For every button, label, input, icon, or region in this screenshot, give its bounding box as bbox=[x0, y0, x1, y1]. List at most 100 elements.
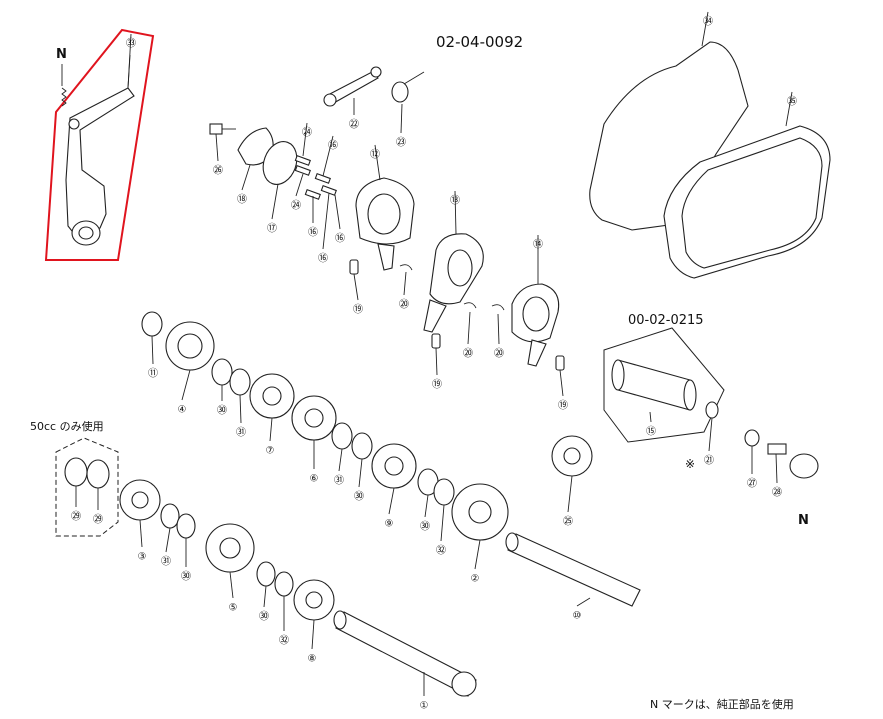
leader-line-p28 bbox=[775, 453, 778, 484]
leader-line-p12 bbox=[374, 144, 381, 181]
leader-line-p11 bbox=[151, 335, 154, 365]
leader-line-p8 bbox=[311, 619, 315, 650]
leader-line-p20a bbox=[403, 271, 407, 296]
leader-line-p34 bbox=[701, 11, 709, 47]
part-number-p8: ⑧ bbox=[308, 654, 317, 665]
leader-line-p19a bbox=[353, 273, 359, 301]
leader-line-p21 bbox=[708, 417, 713, 452]
leader-line-p31b bbox=[338, 448, 343, 472]
part-number-p10: ⑩ bbox=[573, 611, 582, 622]
asterisk-mark: ※ bbox=[685, 457, 695, 471]
part-number-p2: ② bbox=[471, 574, 480, 585]
leader-line-p19b bbox=[435, 347, 438, 376]
part-number-p30e: ㉚ bbox=[259, 611, 269, 623]
leader-line-p17 bbox=[271, 183, 279, 220]
shift-parts-drawings bbox=[209, 66, 565, 371]
leader-line-p35 bbox=[785, 91, 793, 127]
leader-line-p31c bbox=[165, 527, 171, 553]
part-number-p5: ⑤ bbox=[229, 603, 238, 614]
leader-line-p24b bbox=[295, 173, 304, 197]
part-number-p19b: ⑲ bbox=[432, 379, 442, 391]
spring-icon bbox=[61, 64, 67, 107]
leader-line-p20c bbox=[497, 313, 500, 345]
diagram-code: 02-04-0092 bbox=[436, 33, 523, 51]
gaskets-drawing bbox=[589, 41, 831, 279]
part-number-p22: ㉒ bbox=[349, 119, 359, 131]
part-number-p16a: ⑯ bbox=[328, 140, 338, 152]
leader-line-p4 bbox=[181, 369, 191, 401]
part-number-p20a: ⑳ bbox=[399, 299, 409, 311]
part-number-p30a: ㉚ bbox=[217, 405, 227, 417]
part-number-p12: ⑫ bbox=[370, 149, 380, 161]
part-number-p16b: ⑯ bbox=[308, 227, 318, 239]
50cc-note: 50cc のみ使用 bbox=[30, 420, 104, 433]
part-number-p20b: ⑳ bbox=[463, 348, 473, 360]
leader-line-p26 bbox=[215, 133, 219, 162]
leader-line-p2 bbox=[474, 539, 481, 570]
gears-drawing bbox=[64, 311, 641, 697]
n-mark-top: N bbox=[56, 47, 67, 62]
leader-line-p24a bbox=[302, 122, 308, 157]
part-number-p16c: ⑯ bbox=[318, 253, 328, 265]
part-number-p32a: ㉜ bbox=[436, 545, 446, 557]
part-number-p30b: ㉚ bbox=[354, 491, 364, 503]
part-number-p28: ㉘ bbox=[772, 487, 782, 499]
part-number-p32b: ㉜ bbox=[279, 635, 289, 647]
part-number-p11: ⑪ bbox=[148, 368, 158, 380]
leader-line-p31a bbox=[239, 394, 242, 424]
part-number-p29a: ㉙ bbox=[71, 511, 81, 523]
leader-line-p16a bbox=[322, 135, 334, 177]
part-number-p20c: ⑳ bbox=[494, 348, 504, 360]
part-number-p35: ㉟ bbox=[787, 96, 797, 108]
part-number-p6: ⑥ bbox=[310, 474, 319, 485]
part-number-p29b: ㉙ bbox=[93, 514, 103, 526]
leader-line-p15 bbox=[649, 411, 652, 423]
part-number-p31a: ㉛ bbox=[236, 427, 246, 439]
shift-drum-drawing bbox=[611, 359, 719, 419]
part-number-p34: ㉞ bbox=[703, 16, 713, 28]
part-number-p17: ⑰ bbox=[267, 223, 277, 235]
leader-line-p25 bbox=[567, 475, 573, 513]
part-number-p14: ⑭ bbox=[533, 239, 543, 251]
part-number-p9: ⑨ bbox=[385, 519, 394, 530]
leader-line-p13 bbox=[454, 190, 457, 235]
part-number-p19a: ⑲ bbox=[353, 304, 363, 316]
leader-line-p16d bbox=[334, 194, 341, 230]
part-number-p27: ㉗ bbox=[747, 478, 757, 490]
leader-line-p18 bbox=[241, 164, 251, 191]
leader-line-p5 bbox=[229, 571, 234, 599]
part-number-p30d: ㉚ bbox=[181, 571, 191, 583]
leader-line-p33 bbox=[127, 33, 132, 89]
part-number-p7: ⑦ bbox=[266, 446, 275, 457]
leader-line-p30c bbox=[424, 494, 429, 518]
leader-line-p20b bbox=[467, 311, 471, 345]
part-number-p4: ④ bbox=[178, 405, 187, 416]
part-number-p31c: ㉛ bbox=[161, 556, 171, 568]
leader-line-p30b bbox=[358, 458, 363, 488]
leader-line-p19c bbox=[559, 369, 564, 397]
leader-line-p23 bbox=[400, 103, 403, 134]
part-number-p1: ① bbox=[420, 701, 429, 712]
part-number-p16d: ⑯ bbox=[335, 233, 345, 245]
part-number-p23: ㉓ bbox=[396, 137, 406, 149]
leader-line-p16c bbox=[322, 192, 330, 250]
part-number-p26: ㉖ bbox=[213, 165, 223, 177]
part-number-p33: ㉝ bbox=[126, 38, 136, 50]
part-number-p25: ㉕ bbox=[563, 516, 573, 528]
leader-line-p30e bbox=[263, 585, 267, 608]
50cc-only-box bbox=[55, 437, 119, 537]
sub-assembly-code: 00-02-0215 bbox=[628, 313, 704, 328]
part-number-p30c: ㉚ bbox=[420, 521, 430, 533]
leader-line-p32a bbox=[440, 504, 445, 542]
part-number-p13: ⑬ bbox=[450, 195, 460, 207]
part-number-p18: ⑱ bbox=[237, 194, 247, 206]
shift-drum-box bbox=[603, 327, 725, 443]
part-number-p21: ㉑ bbox=[704, 455, 714, 467]
leader-line-p9 bbox=[388, 487, 395, 515]
leader-line-p7 bbox=[269, 417, 273, 442]
footer-note: N マークは、純正部品を使用 bbox=[650, 697, 794, 711]
part-number-p24b: ㉔ bbox=[291, 200, 301, 212]
part-33-highlight-frame bbox=[44, 28, 155, 261]
